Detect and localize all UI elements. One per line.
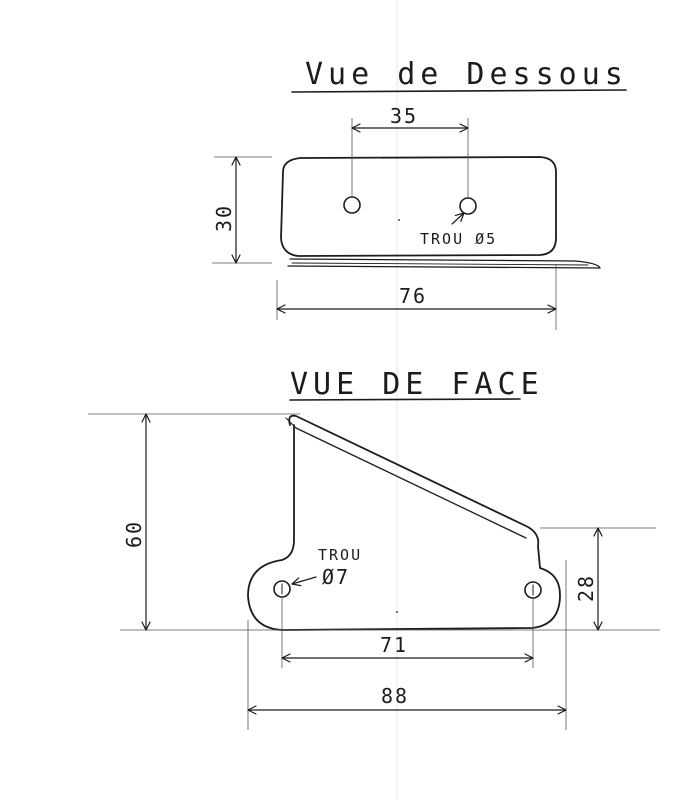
centre-mark (398, 219, 400, 221)
dim-28-label: 28 (574, 574, 598, 602)
front-centre-mark (396, 611, 398, 613)
bracket-outline (247, 414, 561, 631)
bottom-hole-note: TROU Ø5 (420, 230, 497, 248)
dim-60-label: 60 (122, 520, 146, 548)
bottom-hole-left (343, 196, 361, 214)
bottom-plate-outline (280, 156, 557, 257)
front-hole-leader (291, 576, 317, 587)
bracket-fold-corner (285, 417, 297, 429)
dim-88-label: 88 (381, 684, 409, 708)
front-hole-left (273, 580, 291, 598)
dim-76-label: 76 (399, 284, 427, 308)
bottom-plate-lip (287, 258, 601, 269)
front-view: VUE DE FACE 60 28 71 88 TRO (88, 367, 660, 730)
front-hole-note-line1: TROU (318, 546, 362, 564)
dim-30-label: 30 (212, 204, 236, 232)
front-view-title-underline (289, 398, 521, 401)
bottom-view-title-underline (291, 89, 627, 93)
bottom-plate-lip-inner (291, 262, 589, 266)
front-hole-note-line2: Ø7 (322, 565, 350, 589)
front-view-title: VUE DE FACE (290, 367, 544, 402)
bottom-hole-leader (451, 212, 465, 225)
bottom-hole-right (459, 197, 477, 215)
dim-35-label: 35 (390, 104, 418, 128)
bottom-view: Vue de Dessous 35 30 76 TROU Ø5 (212, 57, 628, 330)
bottom-view-title: Vue de Dessous (305, 57, 628, 92)
dim-71-label: 71 (380, 633, 408, 657)
bracket-fold-line (295, 427, 527, 539)
